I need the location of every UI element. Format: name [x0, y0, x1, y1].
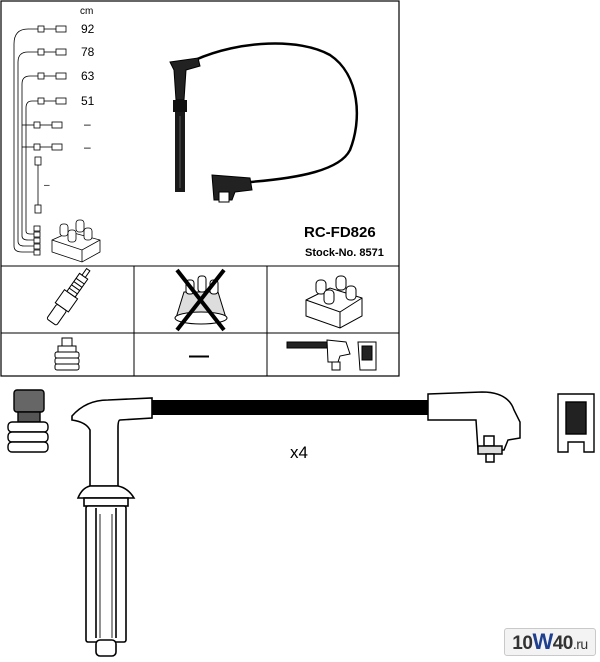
- coil-connector-drawing: [286, 339, 377, 371]
- detail-plug-boot: [71, 397, 153, 657]
- product-frame: [0, 0, 400, 377]
- cable-length-2: 78: [81, 45, 95, 59]
- connector-length: –: [44, 180, 50, 191]
- cable-length-1: 92: [81, 22, 95, 36]
- not-included-mark: —: [189, 345, 209, 367]
- coil-pack-small-drawing: [51, 219, 101, 263]
- ignition-lead-drawing: [169, 42, 359, 203]
- stock-number: Stock-No. 8571: [305, 247, 384, 259]
- length-unit-label: cm: [80, 6, 94, 17]
- spark-plug-drawing: [46, 267, 91, 326]
- not-included-cross-icon: [175, 268, 226, 332]
- cable-set-schematic: [13, 25, 67, 256]
- plug-terminal-drawing: [54, 337, 80, 371]
- detail-coil-connector: [427, 391, 521, 463]
- ignition-lead-detail-drawing: [7, 389, 595, 657]
- quantity-multiplier: x4: [290, 443, 308, 462]
- detail-coil-terminal: [557, 393, 595, 453]
- cable-length-6: –: [84, 140, 91, 154]
- site-watermark-logo: 10W40.ru: [504, 628, 596, 656]
- coil-pack-drawing: [305, 275, 363, 329]
- detail-plug-terminal: [7, 389, 49, 453]
- cable-length-3: 63: [81, 69, 95, 83]
- detail-cable: [150, 400, 430, 415]
- cable-length-5: –: [84, 117, 91, 131]
- part-number: RC-FD826: [304, 224, 376, 241]
- cable-length-4: 51: [81, 94, 95, 108]
